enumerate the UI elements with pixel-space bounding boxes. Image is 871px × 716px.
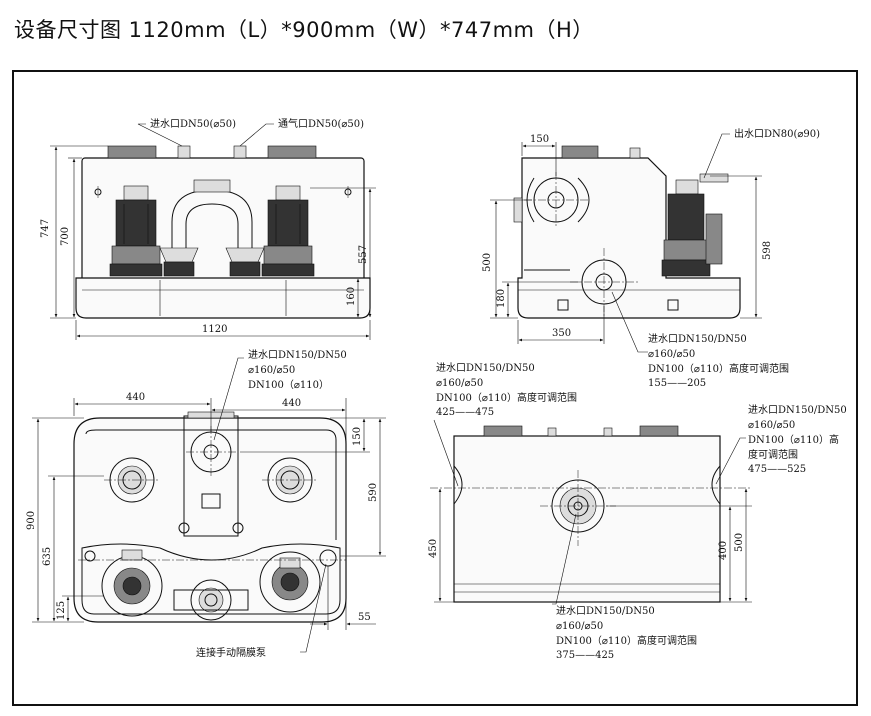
top-dim-440-left: 440	[126, 392, 145, 403]
rear-right-inlet-line-2: ⌀160/⌀50	[748, 420, 795, 431]
front-dim-1120: 1120	[202, 324, 227, 335]
rear-bottom-inlet-line-3: DN100（⌀110）高度可调范围	[556, 634, 697, 647]
rear-right-inlet-line-1: 进水口DN150/DN50	[748, 404, 847, 416]
side-cap	[561, 145, 599, 159]
front-valve-left	[159, 247, 199, 277]
rear-view: 进水口DN150/DN50 ⌀160/⌀50 DN100（⌀110）高度可调范围…	[428, 362, 847, 661]
front-vent-port	[233, 145, 247, 159]
side-inlet-line-4: 155——205	[648, 378, 706, 389]
side-dim-150: 150	[530, 134, 549, 145]
rear-dim-400: 400	[718, 541, 729, 560]
top-manual-pump-label: 连接手动隔膜泵	[196, 646, 266, 659]
top-dim-900: 900	[26, 511, 37, 530]
top-dim-440-right: 440	[282, 398, 301, 409]
side-pump	[661, 173, 729, 277]
page-title: 设备尺寸图 1120mm（L）*900mm（W）*747mm（H）	[14, 18, 594, 42]
rear-right-inlet-line-3: DN100（⌀110）高	[748, 433, 839, 446]
rear-bottom-inlet-line-1: 进水口DN150/DN50	[556, 605, 655, 617]
top-pump-right	[259, 551, 321, 613]
rear-dim-450: 450	[428, 539, 439, 558]
front-pump-right	[261, 185, 315, 277]
top-pump-left	[101, 549, 163, 617]
side-inlet-line-3: DN100（⌀110）高度可调范围	[648, 362, 789, 375]
rear-right-inlet-line-4: 度可调范围	[748, 448, 798, 461]
top-view: 进水口DN150/DN50 ⌀160/⌀50 DN100（⌀110） 440 4…	[26, 349, 386, 659]
side-dim-350: 350	[552, 328, 571, 339]
front-view: 进水口DN50(⌀50) 通气口DN50(⌀50) 747 700 557 16…	[40, 117, 376, 340]
side-dim-500: 500	[482, 253, 493, 272]
side-tank-body	[517, 157, 741, 319]
top-dim-125: 125	[56, 601, 67, 620]
front-dim-747: 747	[40, 219, 51, 238]
rear-left-inlet-line-4: 425——475	[436, 407, 494, 418]
front-tank-base	[75, 277, 371, 319]
side-outlet-label: 出水口DN80(⌀90)	[734, 127, 820, 140]
front-outlet-flange	[193, 179, 231, 193]
front-inlet-port	[177, 145, 191, 159]
front-cap-right	[267, 145, 317, 159]
top-inlet-line-2: ⌀160/⌀50	[248, 365, 295, 376]
front-cap-left	[107, 145, 157, 159]
rear-bottom-inlet-line-4: 375——425	[556, 650, 614, 661]
top-inlet-line-1: 进水口DN150/DN50	[248, 349, 347, 361]
rear-dim-500: 500	[734, 533, 745, 552]
rear-left-inlet-line-3: DN100（⌀110）高度可调范围	[436, 391, 577, 404]
front-vent-label: 通气口DN50(⌀50)	[278, 117, 364, 130]
front-pump-left	[109, 185, 163, 277]
rear-left-inlet-line-2: ⌀160/⌀50	[436, 378, 483, 389]
side-dim-180: 180	[496, 289, 507, 308]
top-dim-590: 590	[368, 483, 379, 502]
rear-bottom-inlet-line-2: ⌀160/⌀50	[556, 621, 603, 632]
side-dim-598: 598	[762, 241, 773, 260]
rear-left-inlet-line-1: 进水口DN150/DN50	[436, 362, 535, 374]
front-dim-700: 700	[60, 227, 71, 246]
side-inlet-line-2: ⌀160/⌀50	[648, 349, 695, 360]
front-valve-right	[225, 247, 265, 277]
drawing-frame	[12, 70, 858, 706]
front-dim-557: 557	[358, 245, 369, 264]
rear-right-inlet-line-5: 475——525	[748, 464, 806, 475]
top-dim-55: 55	[358, 612, 371, 623]
top-inlet-line-3: DN100（⌀110）	[248, 379, 329, 391]
top-dim-635: 635	[42, 547, 53, 566]
front-inlet-label: 进水口DN50(⌀50)	[150, 118, 236, 130]
top-dim-150: 150	[352, 427, 363, 446]
side-inlet-line-1: 进水口DN150/DN50	[648, 333, 747, 345]
front-dim-160: 160	[346, 287, 357, 306]
side-view: 出水口DN80(⌀90) 150 500 180 598 350 进水口DN15…	[482, 127, 820, 389]
